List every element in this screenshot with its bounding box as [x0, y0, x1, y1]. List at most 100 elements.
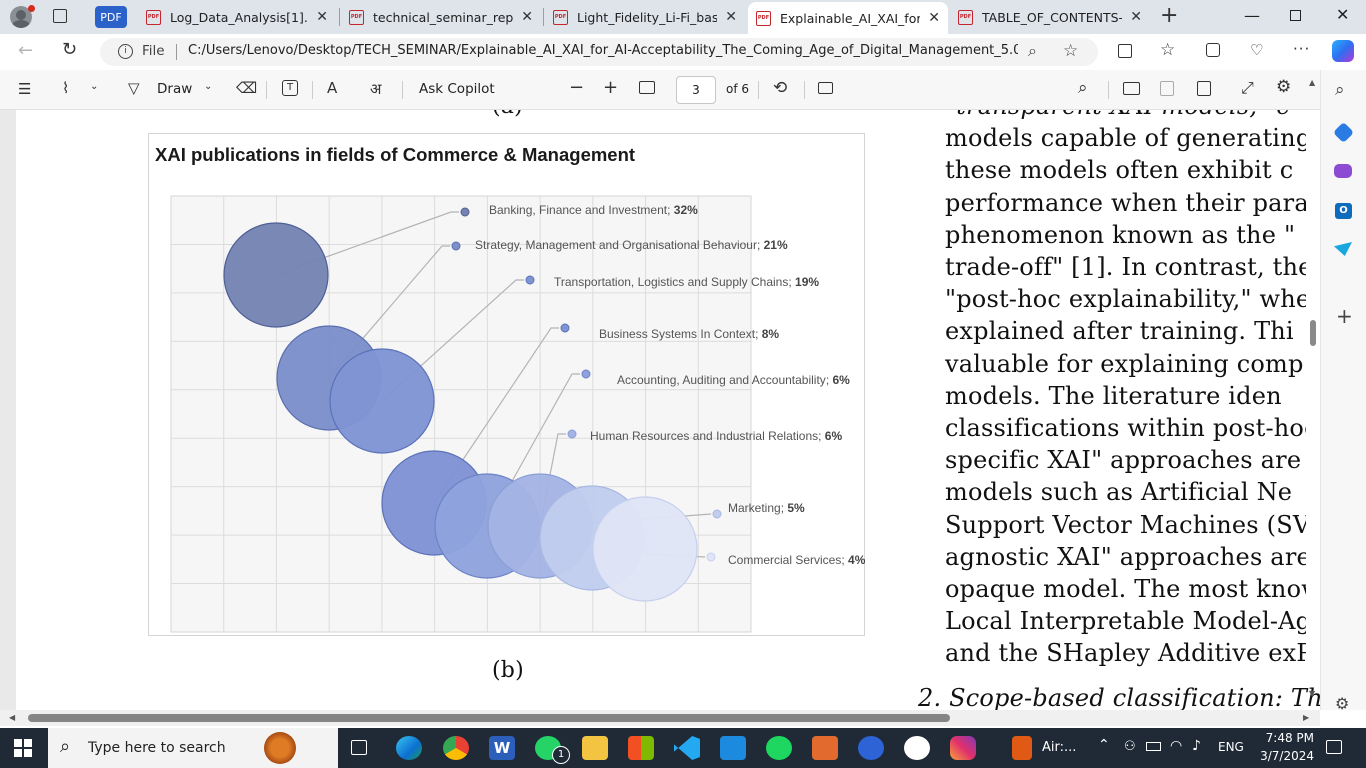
windows-start-icon[interactable]: [14, 739, 32, 757]
app-taskbar-icon[interactable]: [812, 736, 838, 760]
back-button[interactable]: ←: [18, 40, 34, 61]
chevron-down-icon[interactable]: ⌄: [204, 81, 213, 92]
print-icon[interactable]: [1123, 82, 1140, 95]
favorites-icon[interactable]: ☆: [1160, 40, 1176, 60]
save-icon[interactable]: [1160, 81, 1174, 96]
notifications-icon[interactable]: [1326, 740, 1342, 754]
zoom-icon[interactable]: ⌕: [1028, 41, 1037, 60]
file-label: File: [142, 43, 165, 59]
collections-icon[interactable]: [1206, 43, 1220, 57]
translate-icon[interactable]: अ: [370, 80, 382, 98]
vertical-scrollbar[interactable]: ▲ ▼: [1306, 75, 1320, 710]
tab-light-fidelity[interactable]: PDF Light_Fidelity_Li-Fi_based_ ✕: [545, 4, 745, 30]
chrome-taskbar-icon[interactable]: [443, 736, 469, 760]
show-hidden-icons[interactable]: ⌃: [1098, 737, 1110, 753]
page-view-icon[interactable]: [818, 82, 833, 94]
send-icon[interactable]: [1334, 242, 1352, 256]
taskbar-search-box[interactable]: ⌕ Type here to search: [48, 728, 338, 768]
refresh-button[interactable]: ↻: [62, 39, 78, 60]
word-taskbar-icon[interactable]: W: [489, 736, 515, 760]
zoom-in-icon[interactable]: +: [603, 77, 619, 98]
task-view-icon[interactable]: [351, 740, 367, 755]
tab-title: Log_Data_Analysis[1].pdf: [170, 9, 308, 25]
clock-time[interactable]: 7:48 PM: [1265, 731, 1314, 745]
close-tab-icon[interactable]: ✕: [521, 9, 533, 25]
vscode-taskbar-icon[interactable]: [674, 736, 700, 760]
search-icon[interactable]: ⌕: [1078, 78, 1088, 98]
tab-table-of-contents[interactable]: PDF TABLE_OF_CONTENTS-1[2 ✕: [950, 4, 1150, 30]
contents-icon[interactable]: ☰: [18, 80, 32, 98]
copilot-icon[interactable]: [1332, 40, 1354, 62]
rotate-icon[interactable]: ⟲: [773, 78, 788, 98]
games-icon[interactable]: [1334, 164, 1352, 178]
volume-icon[interactable]: ♪: [1192, 738, 1201, 754]
profile-avatar[interactable]: [10, 6, 32, 28]
body-text-line: Support Vector Machines (SVI: [945, 510, 1306, 539]
draw-icon[interactable]: ▽: [128, 79, 140, 97]
network-icon[interactable]: ⚇: [1124, 739, 1136, 754]
scroll-thumb[interactable]: [28, 714, 950, 722]
spotify-taskbar-icon[interactable]: [766, 736, 792, 760]
performance-icon[interactable]: ♡: [1250, 41, 1264, 59]
read-aloud-icon[interactable]: A: [327, 79, 338, 97]
fit-width-icon[interactable]: [639, 81, 655, 94]
new-tab-button[interactable]: +: [1160, 3, 1179, 28]
search-icon[interactable]: ⌕: [1335, 80, 1345, 100]
wifi-icon[interactable]: ◠: [1170, 738, 1183, 754]
taskbar: ⌕ Type here to search W 1 Air:... ⌃ ⚇ ◠ …: [0, 728, 1366, 768]
horizontal-scrollbar[interactable]: ◀ ▶: [0, 710, 1320, 726]
url-text[interactable]: C:/Users/Lenovo/Desktop/TECH_SEMINAR/Exp…: [188, 43, 1018, 58]
more-menu-icon[interactable]: ···: [1293, 40, 1311, 58]
scroll-down-arrow[interactable]: ▼: [1309, 689, 1316, 698]
info-icon[interactable]: i: [118, 44, 133, 59]
shopping-icon[interactable]: [1332, 121, 1355, 144]
fullscreen-icon[interactable]: ⤢: [1241, 78, 1254, 97]
save-as-icon[interactable]: [1197, 81, 1211, 96]
chevron-down-icon[interactable]: ⌄: [90, 81, 99, 92]
ask-copilot-button[interactable]: Ask Copilot: [419, 81, 495, 97]
tab-explainable-ai[interactable]: PDF Explainable_AI_XAI_for_AI- ✕: [748, 2, 948, 34]
favorite-star-icon[interactable]: ☆: [1063, 41, 1079, 61]
scroll-right-arrow[interactable]: ▶: [1303, 713, 1310, 722]
vpn-taskbar-icon[interactable]: [858, 736, 884, 760]
chart-frame: XAI publications in fields of Commerce &…: [148, 133, 865, 636]
page-number-input[interactable]: 3: [676, 76, 716, 104]
edge-taskbar-icon[interactable]: [396, 736, 422, 760]
clock-date[interactable]: 3/7/2024: [1260, 749, 1314, 763]
pdf-badge[interactable]: PDF: [95, 6, 127, 28]
tab-log-data-analysis[interactable]: PDF Log_Data_Analysis[1].pdf ✕: [138, 4, 336, 30]
scroll-up-arrow[interactable]: ▲: [1309, 78, 1316, 87]
text-box-icon[interactable]: T: [282, 80, 298, 96]
close-tab-icon[interactable]: ✕: [316, 9, 328, 25]
instagram-taskbar-icon[interactable]: [950, 736, 976, 760]
weather-label[interactable]: Air:...: [1042, 740, 1077, 755]
bubble-label-value: 6%: [824, 429, 843, 443]
sidebar-settings-icon[interactable]: ⚙: [1335, 694, 1350, 713]
battery-icon[interactable]: [1146, 742, 1161, 751]
mail-taskbar-icon[interactable]: [720, 736, 746, 760]
minimize-button[interactable]: —: [1244, 6, 1260, 25]
close-tab-icon[interactable]: ✕: [1130, 9, 1142, 25]
tab-technical-seminar-report[interactable]: PDF technical_seminar_report[ ✕: [341, 4, 541, 30]
eraser-icon[interactable]: ⌫: [236, 79, 258, 97]
zoom-out-icon[interactable]: −: [569, 77, 585, 98]
settings-gear-icon[interactable]: ⚙: [1276, 77, 1292, 97]
scroll-thumb[interactable]: [1310, 320, 1316, 346]
draw-button[interactable]: Draw: [157, 81, 193, 97]
close-tab-icon[interactable]: ✕: [928, 10, 940, 26]
restore-button[interactable]: [1290, 10, 1301, 21]
body-text-line: performance when their para: [945, 188, 1306, 217]
tab-actions-icon[interactable]: [53, 9, 67, 23]
language-indicator[interactable]: ENG: [1218, 740, 1244, 754]
store-taskbar-icon[interactable]: [628, 736, 654, 760]
address-bar[interactable]: i File C:/Users/Lenovo/Desktop/TECH_SEMI…: [100, 38, 1098, 66]
split-screen-icon[interactable]: [1118, 44, 1132, 58]
close-tab-icon[interactable]: ✕: [725, 9, 737, 25]
outlook-icon[interactable]: O: [1335, 203, 1352, 219]
add-sidebar-icon[interactable]: +: [1336, 304, 1353, 328]
highlight-icon[interactable]: ⌇: [62, 79, 70, 97]
file-explorer-taskbar-icon[interactable]: [582, 736, 608, 760]
github-taskbar-icon[interactable]: [904, 736, 930, 760]
close-window-button[interactable]: ✕: [1336, 5, 1350, 24]
scroll-left-arrow[interactable]: ◀: [9, 713, 16, 722]
